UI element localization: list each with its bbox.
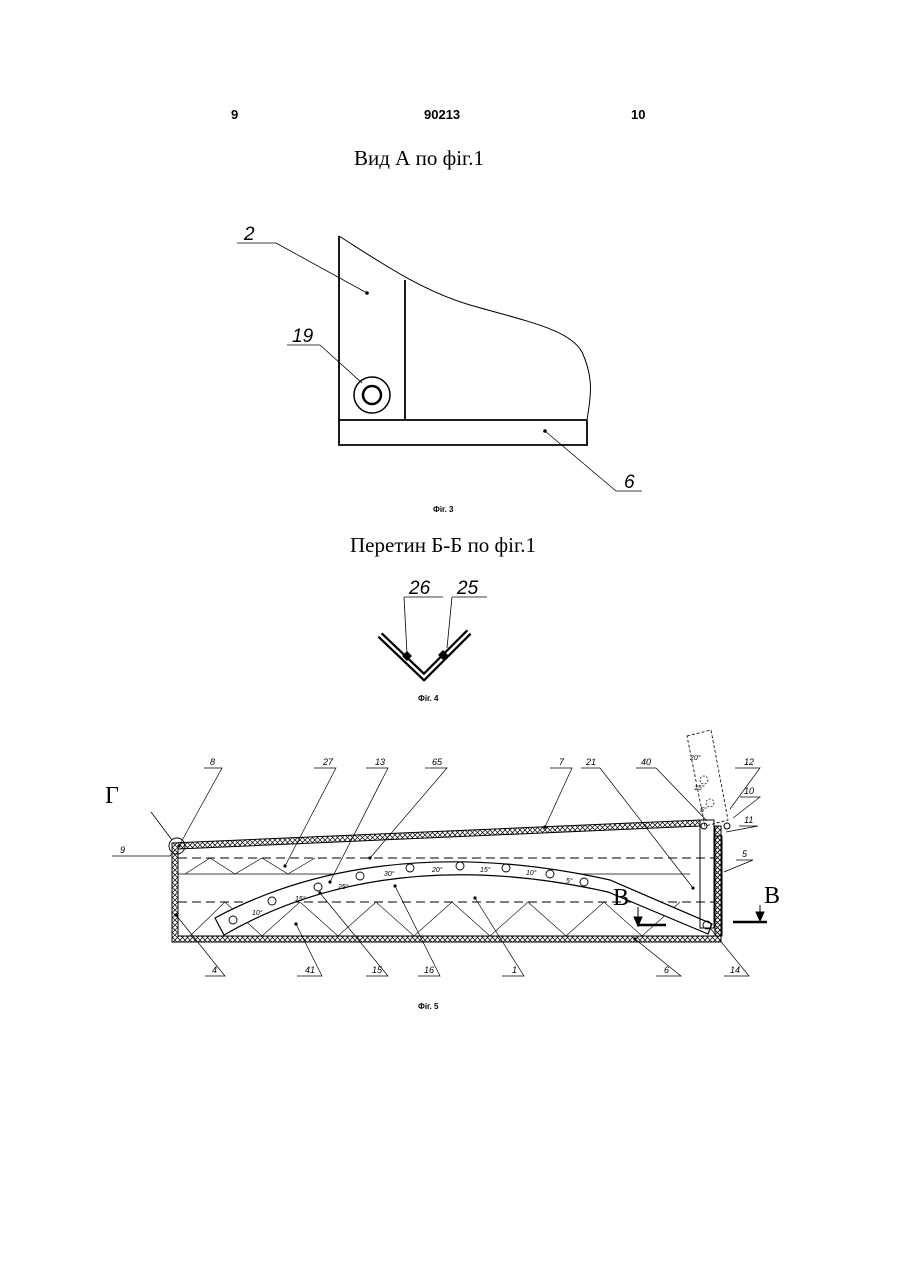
scale-mark: 15° bbox=[694, 784, 705, 792]
fig5-label-1: 1 bbox=[512, 965, 517, 975]
scale-mark: 20° bbox=[689, 754, 701, 762]
fig5-section-V-left: В bbox=[613, 885, 629, 911]
fig5-label-5: 5 bbox=[742, 849, 748, 859]
fig5-label-12: 12 bbox=[744, 757, 754, 767]
fig5-label-13: 13 bbox=[375, 757, 385, 767]
fig5-label-14: 14 bbox=[730, 965, 740, 975]
fig3-label-6: 6 bbox=[624, 472, 635, 493]
fig5-label-16: 16 bbox=[424, 965, 434, 975]
scale-mark: 15° bbox=[480, 866, 491, 874]
scale-mark: 15° bbox=[295, 895, 306, 903]
fig3-drawing bbox=[237, 236, 642, 491]
fig3-label-2: 2 bbox=[243, 224, 255, 245]
scale-mark: 30° bbox=[384, 870, 395, 878]
scale-mark: 10° bbox=[526, 869, 537, 877]
scale-mark: 20° bbox=[431, 866, 443, 874]
fig5-section-V-right: В bbox=[764, 883, 780, 909]
fig5-label-9: 9 bbox=[120, 845, 125, 855]
fig5-label-65: 65 bbox=[432, 757, 443, 767]
fig5-label-41: 41 bbox=[305, 965, 315, 975]
scale-mark: 5° bbox=[566, 877, 573, 885]
fig5-label-7: 7 bbox=[559, 757, 565, 767]
fig5-label-11: 11 bbox=[744, 815, 753, 825]
fig5-label-10: 10 bbox=[744, 786, 754, 796]
fig5-label-6: 6 bbox=[664, 965, 669, 975]
fig5-label-40: 40 bbox=[641, 757, 651, 767]
fig5-label-21: 21 bbox=[585, 757, 596, 767]
scale-mark: 25° bbox=[337, 883, 349, 891]
fig3-label-19: 19 bbox=[292, 326, 314, 347]
fig5-label-8: 8 bbox=[210, 757, 215, 767]
scale-mark: 10° bbox=[252, 909, 263, 917]
fig4-label-25: 25 bbox=[456, 578, 479, 599]
fig4-label-26: 26 bbox=[408, 578, 431, 599]
fig5-label-15: 15 bbox=[372, 965, 383, 975]
fig4-drawing bbox=[380, 597, 487, 677]
fig5-label-4: 4 bbox=[212, 965, 217, 975]
fig5-label-27: 27 bbox=[322, 757, 334, 767]
fig5-section-G: Г bbox=[105, 783, 119, 809]
scale-mark: 5° bbox=[700, 806, 707, 814]
